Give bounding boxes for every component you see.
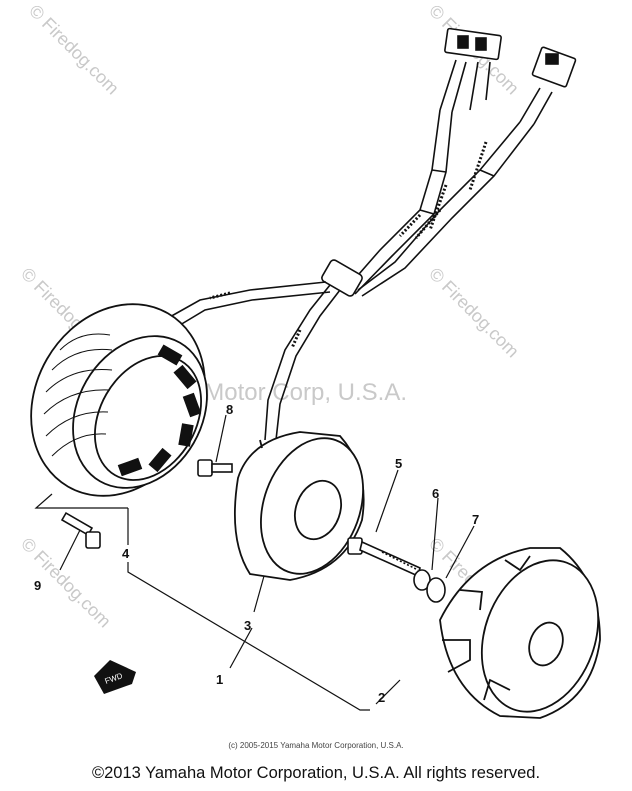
- part-label-2: 2: [378, 690, 385, 705]
- fwd-arrow: FWD: [94, 660, 136, 694]
- footer-copyright: ©2013 Yamaha Motor Corporation, U.S.A. A…: [91, 764, 541, 782]
- wire-harness: [167, 109, 535, 441]
- watermark-site-1: © Firedog.com: [25, 1, 123, 99]
- stator-coil: [30, 303, 208, 497]
- leader-lines: [34, 414, 475, 711]
- screw-9: [60, 511, 101, 549]
- image-copyright: (c) 2005-2015 Yamaha Motor Corporation, …: [228, 741, 404, 750]
- wire-connector-left: [439, 27, 502, 113]
- flywheel-2: [439, 547, 601, 719]
- screw-8: [197, 459, 233, 477]
- part-label-4: 4: [122, 546, 130, 561]
- bolt-5: [347, 537, 421, 578]
- watermark-site-5: © Firedog.com: [17, 534, 115, 632]
- rotor-assembly-3: [234, 431, 365, 581]
- part-label-5: 5: [395, 456, 402, 471]
- wire-connector-right: [519, 46, 577, 125]
- part-label-9: 9: [34, 578, 41, 593]
- part-label-8: 8: [226, 402, 233, 417]
- watermark-site-4: © Firedog.com: [425, 264, 523, 362]
- part-label-7: 7: [472, 512, 479, 527]
- washer-7: [426, 577, 446, 603]
- part-label-6: 6: [432, 486, 439, 501]
- part-label-1: 1: [216, 672, 223, 687]
- part-label-3: 3: [244, 618, 251, 633]
